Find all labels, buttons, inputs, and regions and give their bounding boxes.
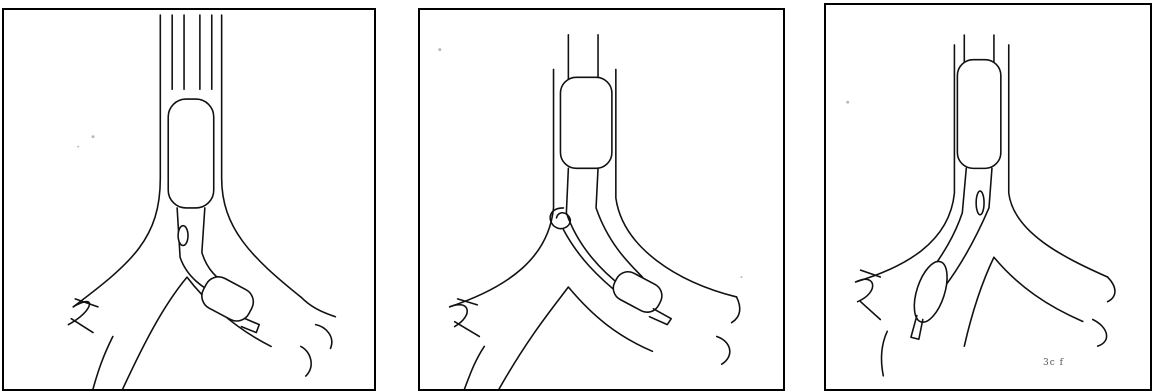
diagram-panel-3: 3c f — [824, 3, 1152, 391]
diagram-panel-2 — [418, 8, 785, 391]
right-bronchus-branch — [732, 297, 740, 323]
carina-wall — [964, 257, 1083, 346]
bronchial-cuff — [197, 272, 258, 326]
right-bronchus-branch — [1108, 277, 1115, 302]
trachea-right-wall — [1009, 45, 1108, 277]
airway-illustration-2 — [420, 10, 783, 389]
side-port — [178, 226, 188, 246]
trachea-right-wall — [222, 15, 301, 297]
tube-lumen — [596, 168, 642, 277]
side-port — [976, 191, 984, 215]
tracheal-cuff — [168, 99, 214, 208]
left-bronchus-branch — [455, 322, 480, 337]
diagram-panel-1 — [2, 8, 376, 391]
right-bronchus-branch — [301, 297, 336, 317]
tracheal-cuff — [957, 60, 1000, 169]
trachea-left-wall — [450, 69, 554, 306]
left-bronchus-branch — [861, 270, 881, 277]
left-bronchus-lower — [881, 331, 887, 375]
left-bronchus-branch — [856, 279, 873, 301]
left-bronchus-lower — [93, 337, 113, 389]
tube-lumen — [566, 168, 622, 287]
trachea-right-wall — [616, 69, 737, 296]
tracheal-cuff — [560, 77, 611, 168]
right-bronchus-branch — [316, 325, 332, 349]
trachea-left-wall — [856, 45, 955, 282]
right-bronchus-branch — [301, 346, 311, 376]
airway-illustration-3 — [826, 5, 1150, 389]
right-bronchus-branch — [1093, 319, 1107, 346]
airway-illustration-1 — [4, 10, 374, 389]
left-bronchus-lower — [465, 346, 485, 389]
tube-lumen — [945, 168, 992, 287]
annotation-text: 3c f — [1043, 358, 1064, 368]
catheter-loop — [550, 208, 570, 229]
right-bronchus-branch — [717, 336, 730, 364]
left-bronchus-branch — [68, 302, 89, 325]
left-bronchus-branch — [861, 302, 881, 320]
left-bronchus-branch — [71, 319, 93, 333]
bronchial-cuff — [908, 257, 954, 326]
tube-lumen — [927, 168, 967, 277]
trachea-left-wall — [73, 15, 160, 307]
bronchial-cuff — [609, 267, 667, 316]
